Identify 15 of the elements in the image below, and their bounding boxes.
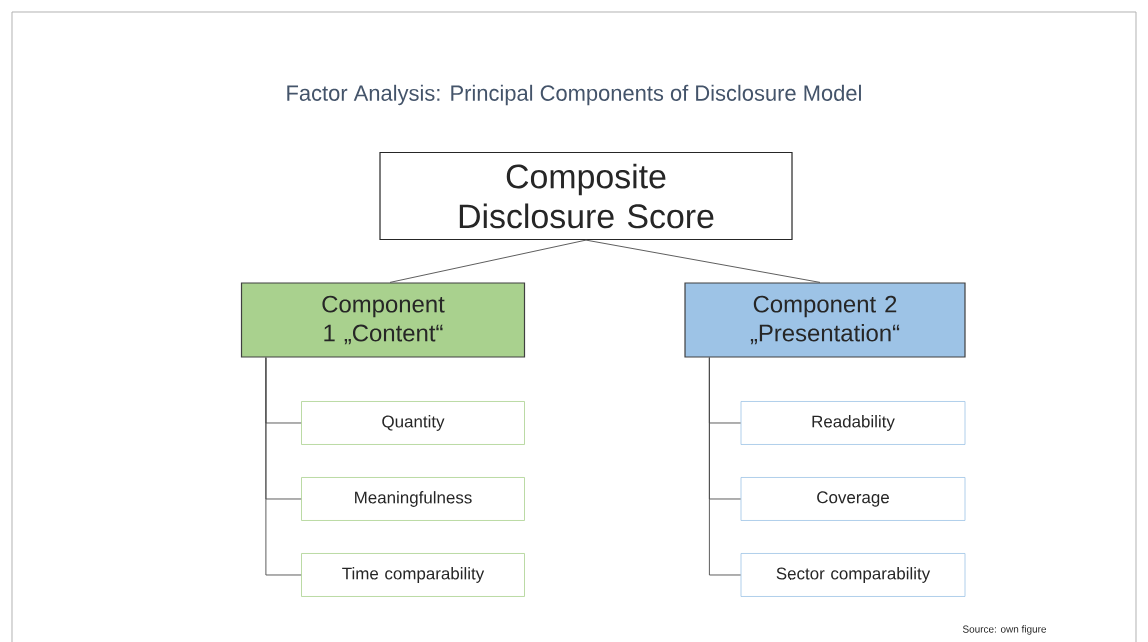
component-box: Component 2 „Presentation“ [684,282,966,358]
item-box: Time comparability [301,553,525,597]
main-box: Composite Disclosure Score [379,151,793,241]
connector-line [389,239,587,283]
item-box: Sector comparability [740,553,966,597]
component-box: Component 1 „Content“ [240,282,526,358]
connector-line [708,357,742,576]
item-box: Readability [740,401,966,445]
connector-line [585,239,821,283]
connector-line [265,357,302,576]
item-box: Coverage [740,477,966,521]
item-box: Quantity [301,401,525,445]
title: Factor Analysis: Principal Components of Disclosure Model [287,84,861,106]
source-note: Source: own figure [962,625,1046,635]
item-box: Meaningfulness [301,477,525,521]
